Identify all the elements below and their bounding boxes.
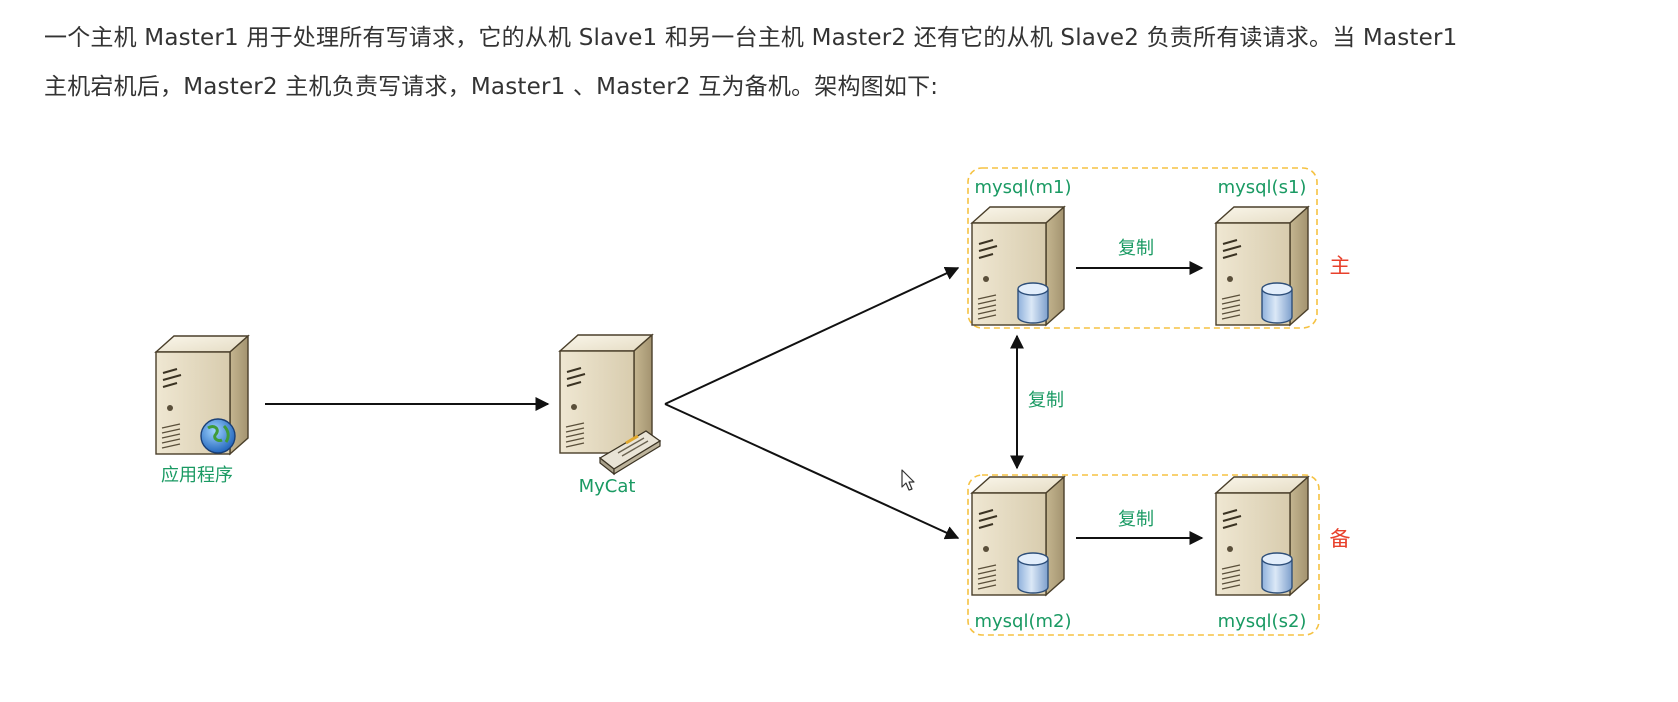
mysql-m2-server-icon bbox=[971, 476, 1065, 596]
primary-group-box bbox=[967, 167, 1318, 329]
mycat-to-m1-arrow bbox=[664, 266, 960, 405]
mysql-m1-server-icon bbox=[971, 206, 1065, 326]
mycat-server-icon bbox=[559, 334, 662, 476]
app-label: 应用程序 bbox=[161, 465, 233, 486]
mysql-m1-label: mysql(m1) bbox=[974, 177, 1071, 198]
replicate-top-label: 复制 bbox=[1118, 238, 1154, 259]
backup-group-box bbox=[967, 474, 1320, 636]
network-switch-icon bbox=[598, 430, 662, 476]
intro-line-2: 主机宕机后，Master2 主机负责写请求，Master1 、Master2 互… bbox=[44, 74, 939, 100]
replicate-mid-label: 复制 bbox=[1028, 390, 1064, 411]
globe-icon bbox=[200, 418, 236, 454]
mysql-m2-label: mysql(m2) bbox=[974, 611, 1071, 632]
intro-line-1: 一个主机 Master1 用于处理所有写请求，它的从机 Slave1 和另一台主… bbox=[44, 25, 1458, 51]
mysql-s1-server-icon bbox=[1215, 206, 1309, 326]
mysql-s2-server-icon bbox=[1215, 476, 1309, 596]
primary-tag: 主 bbox=[1330, 254, 1351, 278]
intro-text: 一个主机 Master1 用于处理所有写请求，它的从机 Slave1 和另一台主… bbox=[44, 14, 1664, 112]
mycat-label: MyCat bbox=[579, 476, 636, 497]
mouse-cursor-icon bbox=[901, 469, 915, 491]
mysql-s2-label: mysql(s2) bbox=[1218, 611, 1307, 632]
app-server-icon bbox=[155, 335, 249, 455]
replicate-bottom-label: 复制 bbox=[1118, 509, 1154, 530]
backup-tag: 备 bbox=[1330, 527, 1351, 551]
mysql-s1-label: mysql(s1) bbox=[1218, 177, 1307, 198]
mycat-to-m2-arrow bbox=[664, 403, 960, 540]
